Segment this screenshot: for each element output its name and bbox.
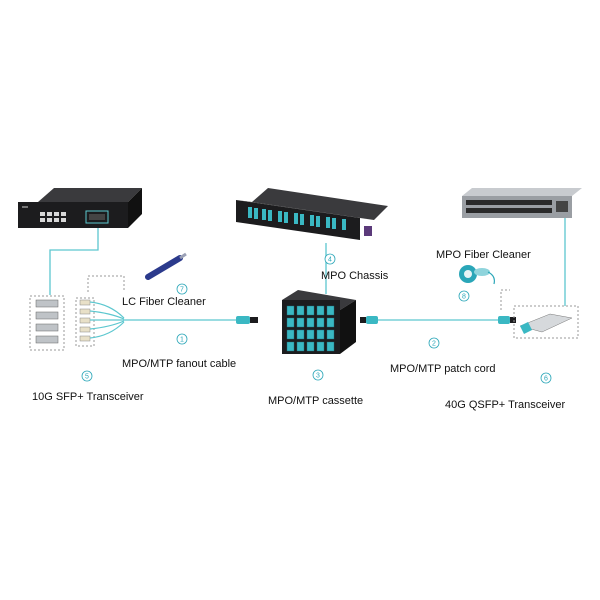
fanout-mpo-connector — [236, 316, 258, 324]
labels: LC Fiber Cleaner MPO/MTP fanout cable 10… — [32, 249, 565, 411]
marker-5: 5 — [81, 370, 93, 382]
mpo-cleaner-label: MPO Fiber Cleaner — [436, 249, 531, 261]
qsfp-label: 40G QSFP+ Transceiver — [445, 399, 565, 411]
mpo-fiber-cleaner — [459, 265, 495, 285]
switch-40g — [462, 188, 582, 218]
qsfp-transceiver — [513, 305, 579, 339]
svg-text:4: 4 — [328, 257, 332, 264]
switch-10g — [18, 188, 142, 228]
svg-text:2: 2 — [432, 341, 436, 348]
svg-text:3: 3 — [316, 373, 320, 380]
patch-cord-label: MPO/MTP patch cord — [390, 363, 496, 375]
svg-text:5: 5 — [85, 374, 89, 381]
marker-4: 4 — [324, 253, 336, 265]
number-markers: 1 2 3 4 5 6 7 8 — [81, 253, 552, 384]
dotted-guides — [87, 275, 510, 310]
svg-text:1: 1 — [180, 337, 184, 344]
marker-7: 7 — [176, 283, 188, 295]
cassette-label: MPO/MTP cassette — [268, 395, 363, 407]
svg-text:6: 6 — [544, 376, 548, 383]
svg-text:7: 7 — [180, 287, 184, 294]
svg-text:8: 8 — [462, 294, 466, 301]
connector-lines — [49, 218, 566, 321]
sfp-label: 10G SFP+ Transceiver — [32, 391, 144, 403]
fanout-label: MPO/MTP fanout cable — [122, 358, 236, 370]
switch-to-sfp-line — [49, 221, 99, 295]
lc-fiber-cleaner — [145, 252, 187, 280]
marker-6: 6 — [540, 372, 552, 384]
marker-3: 3 — [312, 369, 324, 381]
patch-cord-connectors — [360, 316, 516, 324]
marker-8: 8 — [458, 290, 470, 302]
mpo-cassette — [282, 290, 356, 354]
chassis-label: MPO Chassis — [321, 270, 389, 282]
lc-cleaner-label: LC Fiber Cleaner — [122, 296, 206, 308]
marker-1: 1 — [176, 333, 188, 345]
marker-2: 2 — [428, 337, 440, 349]
mpo-chassis — [236, 188, 388, 240]
sfp-transceiver-group — [29, 295, 125, 351]
